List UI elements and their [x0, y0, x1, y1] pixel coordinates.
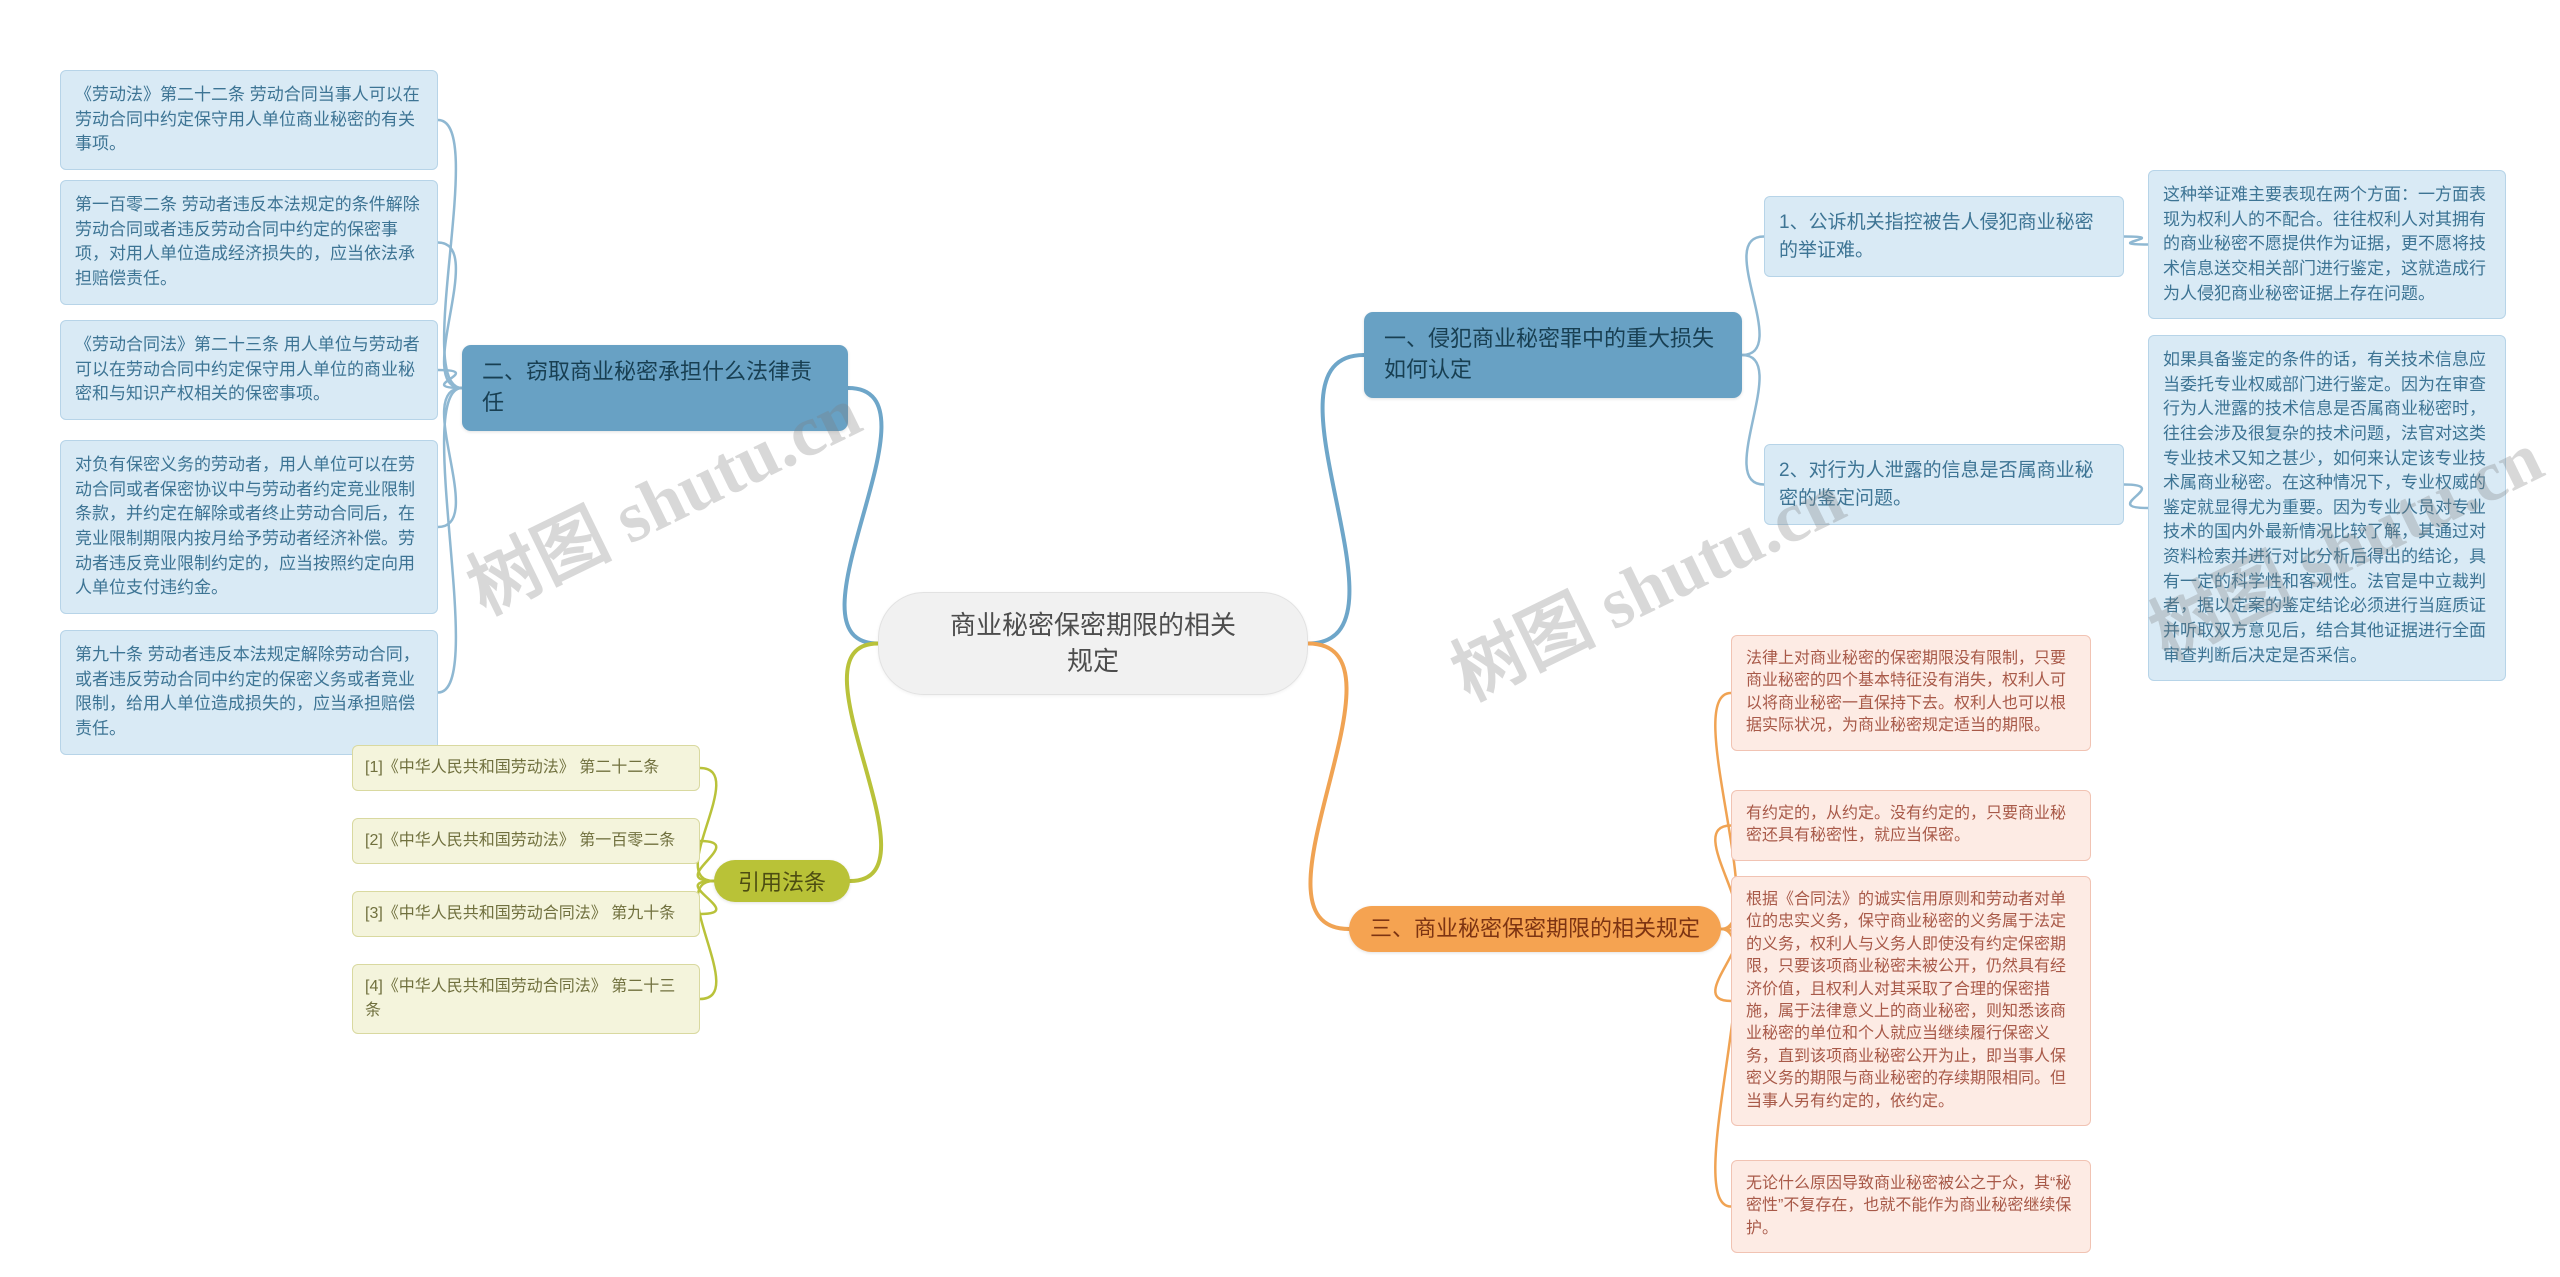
point-prosecution-evidence[interactable]: 1、公诉机关指控被告人侵犯商业秘密的举证难。: [1764, 196, 2124, 278]
rule-follow-agreement[interactable]: 有约定的，从约定。没有约定的，只要商业秘密还具有秘密性，就应当保密。: [1731, 790, 2091, 861]
detail-evidence-difficulty[interactable]: 这种举证难主要表现在两个方面：一方面表现为权利人的不配合。往往权利人对其拥有的商…: [2148, 170, 2506, 320]
citation-4[interactable]: [4]《中华人民共和国劳动合同法》 第二十三条: [352, 964, 700, 1034]
statute-contract-law-90[interactable]: 第九十条 劳动者违反本法规定解除劳动合同，或者违反劳动合同中约定的保密义务或者竞…: [60, 630, 438, 755]
statute-labor-law-22[interactable]: 《劳动法》第二十二条 劳动合同当事人可以在劳动合同中约定保守用人单位商业秘密的有…: [60, 70, 438, 170]
branch-node-cited-statutes[interactable]: 引用法条: [714, 860, 850, 902]
detail-identification-issue[interactable]: 如果具备鉴定的条件的话，有关技术信息应当委托专业权威部门进行鉴定。因为在审查行为…: [2148, 335, 2506, 682]
central-topic[interactable]: 商业秘密保密期限的相关规定: [878, 592, 1308, 695]
branch-node-major-loss[interactable]: 一、侵犯商业秘密罪中的重大损失如何认定: [1364, 312, 1742, 398]
rule-public-disclosure[interactable]: 无论什么原因导致商业秘密被公之于众，其“秘密性”不复存在，也就不能作为商业秘密继…: [1731, 1160, 2091, 1254]
statute-labor-law-102[interactable]: 第一百零二条 劳动者违反本法规定的条件解除劳动合同或者违反劳动合同中约定的保密事…: [60, 180, 438, 305]
point-secret-identification[interactable]: 2、对行为人泄露的信息是否属商业秘密的鉴定问题。: [1764, 444, 2124, 526]
branch-node-confidentiality-period[interactable]: 三、商业秘密保密期限的相关规定: [1349, 906, 1721, 952]
branch-node-legal-liability[interactable]: 二、窃取商业秘密承担什么法律责任: [462, 345, 848, 431]
rule-no-statutory-limit[interactable]: 法律上对商业秘密的保密期限没有限制，只要商业秘密的四个基本特征没有消失，权利人可…: [1731, 635, 2091, 751]
citation-2[interactable]: [2]《中华人民共和国劳动法》 第一百零二条: [352, 818, 700, 864]
citation-3[interactable]: [3]《中华人民共和国劳动合同法》 第九十条: [352, 891, 700, 937]
statute-contract-law-23[interactable]: 《劳动合同法》第二十三条 用人单位与劳动者可以在劳动合同中约定保守用人单位的商业…: [60, 320, 438, 420]
citation-1[interactable]: [1]《中华人民共和国劳动法》 第二十二条: [352, 745, 700, 791]
note-non-compete-clause[interactable]: 对负有保密义务的劳动者，用人单位可以在劳动合同或者保密协议中与劳动者约定竞业限制…: [60, 440, 438, 614]
rule-good-faith-duty[interactable]: 根据《合同法》的诚实信用原则和劳动者对单位的忠实义务，保守商业秘密的义务属于法定…: [1731, 876, 2091, 1126]
